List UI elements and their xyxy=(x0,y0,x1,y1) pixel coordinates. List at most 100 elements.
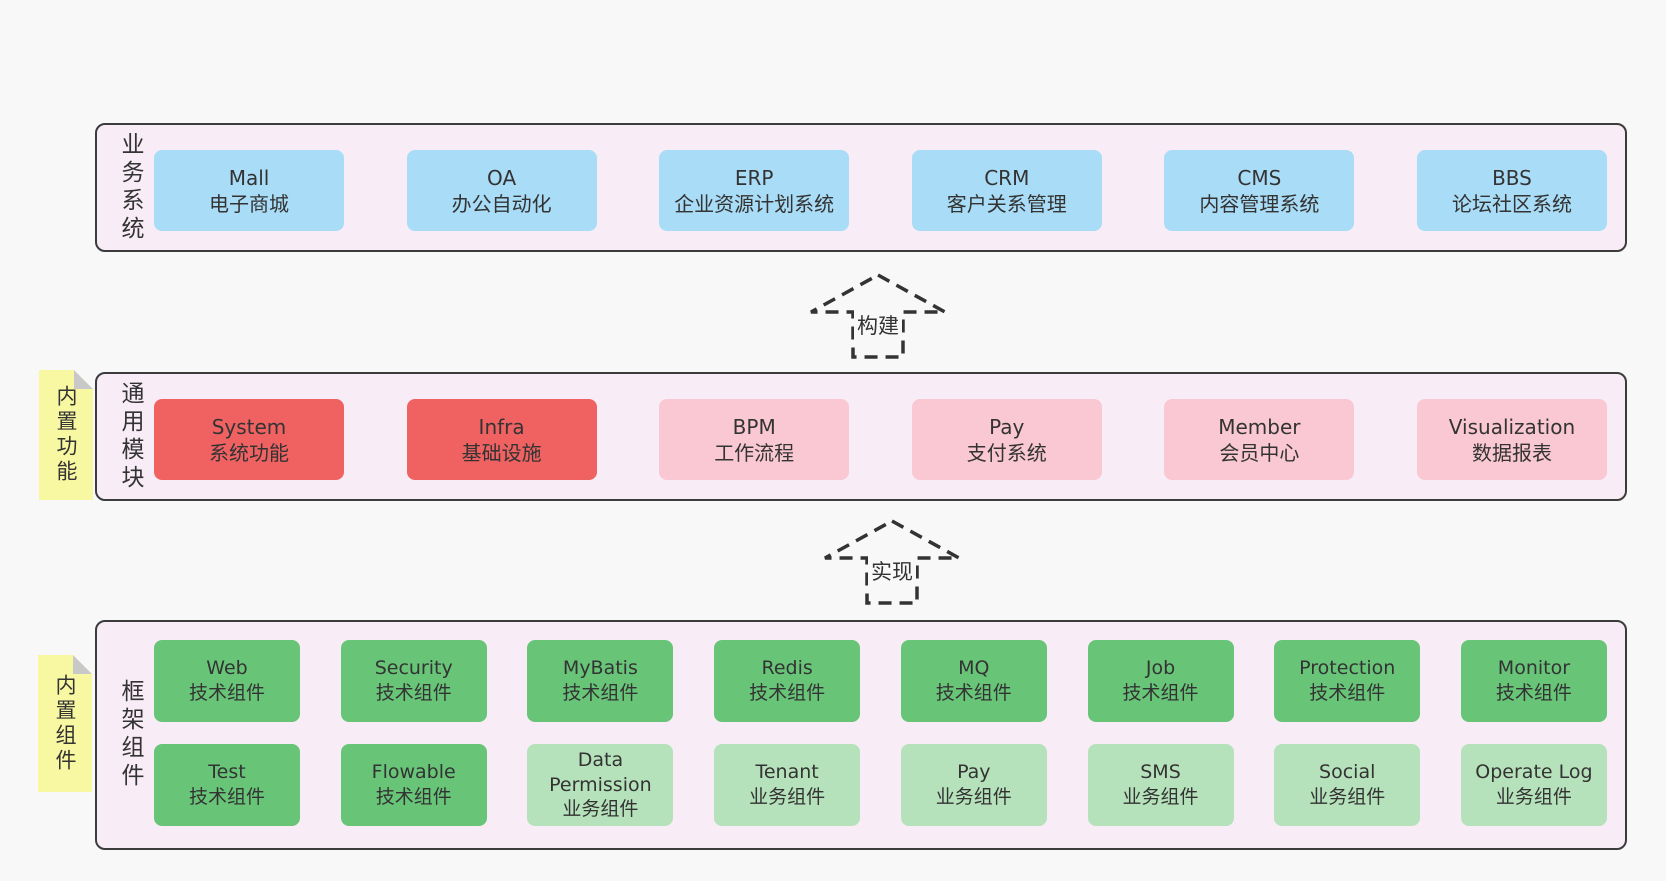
box-name: MyBatis xyxy=(562,657,638,680)
box-visualization: Visualization 数据报表 xyxy=(1416,399,1607,480)
box-crm: CRM 客户关系管理 xyxy=(911,150,1102,231)
box-desc: 企业资源计划系统 xyxy=(674,191,835,216)
box-desc: 技术组件 xyxy=(562,682,639,704)
box-name: Job xyxy=(1145,657,1176,680)
box-desc: 客户关系管理 xyxy=(946,191,1067,216)
built-in-components-note-label: 内置组件 xyxy=(53,673,77,774)
box-desc: 业务组件 xyxy=(1122,786,1199,808)
implement-arrow: 实现 xyxy=(822,518,962,606)
box-name: ERP xyxy=(734,165,774,190)
box-desc: 业务组件 xyxy=(1309,786,1386,808)
box-bpm: BPM 工作流程 xyxy=(659,399,850,480)
box-mall: Mall 电子商城 xyxy=(154,150,344,231)
box-system: System 系统功能 xyxy=(154,399,344,480)
box-flowable: Flowable 技术组件 xyxy=(340,744,487,826)
box-name: SMS xyxy=(1140,761,1181,784)
box-web: Web 技术组件 xyxy=(154,640,300,722)
box-desc: 技术组件 xyxy=(188,786,265,808)
box-desc: 内容管理系统 xyxy=(1199,191,1320,216)
box-name: Web xyxy=(206,657,248,680)
built-in-features-note: 内置功能 xyxy=(39,370,93,500)
box-cms: CMS 内容管理系统 xyxy=(1164,150,1355,231)
built-in-components-note: 内置组件 xyxy=(38,655,92,792)
box-monitor: Monitor 技术组件 xyxy=(1460,640,1607,722)
box-name: Monitor xyxy=(1497,657,1571,680)
box-name: Infra xyxy=(478,414,525,439)
box-name: Visualization xyxy=(1448,414,1576,439)
box-desc: 业务组件 xyxy=(562,798,639,821)
framework-components-row-1: Web 技术组件 Security 技术组件 MyBatis 技术组件 Redi… xyxy=(154,640,1607,722)
box-desc: 数据报表 xyxy=(1471,440,1552,465)
folded-corner-icon xyxy=(73,655,92,674)
build-arrow-label: 构建 xyxy=(854,310,902,340)
business-systems-layer: 业务系统 Mall 电子商城 OA 办公自动化 ERP 企业资源计划系统 CRM… xyxy=(95,123,1627,252)
box-protection: Protection 技术组件 xyxy=(1274,640,1421,722)
box-data-permission: Data Permission 业务组件 xyxy=(527,744,674,826)
box-desc: 技术组件 xyxy=(1122,682,1199,704)
box-name: CMS xyxy=(1237,165,1282,190)
box-pay-component: Pay 业务组件 xyxy=(900,744,1047,826)
box-name: Pay xyxy=(989,414,1025,439)
box-desc: 会员中心 xyxy=(1219,440,1300,465)
box-desc: 系统功能 xyxy=(209,440,289,465)
box-name: Member xyxy=(1218,414,1301,439)
box-desc: 技术组件 xyxy=(749,682,826,704)
box-redis: Redis 技术组件 xyxy=(714,640,861,722)
box-name: Social xyxy=(1319,761,1376,784)
box-desc: 工作流程 xyxy=(714,440,795,465)
box-infra: Infra 基础设施 xyxy=(406,399,597,480)
box-desc: 技术组件 xyxy=(1495,682,1572,704)
folded-corner-icon xyxy=(74,370,93,389)
box-oa: OA 办公自动化 xyxy=(406,150,597,231)
box-name: Operate Log xyxy=(1475,761,1593,784)
box-name: Redis xyxy=(761,657,813,680)
box-name: CRM xyxy=(984,165,1030,190)
box-operate-log: Operate Log 业务组件 xyxy=(1460,744,1607,826)
business-systems-row: Mall 电子商城 OA 办公自动化 ERP 企业资源计划系统 CRM 客户关系… xyxy=(154,150,1607,231)
box-desc: 技术组件 xyxy=(188,682,265,704)
box-pay-module: Pay 支付系统 xyxy=(911,399,1102,480)
box-desc: 电子商城 xyxy=(209,191,289,216)
box-name: Test xyxy=(208,761,246,784)
built-in-features-note-label: 内置功能 xyxy=(54,385,78,485)
framework-components-layer: 框架组件 Web 技术组件 Security 技术组件 MyBatis 技术组件… xyxy=(95,620,1627,850)
box-bbs: BBS 论坛社区系统 xyxy=(1416,150,1607,231)
box-desc: 支付系统 xyxy=(966,440,1047,465)
box-test: Test 技术组件 xyxy=(154,744,300,826)
box-desc: 业务组件 xyxy=(749,786,826,808)
box-desc: 业务组件 xyxy=(935,786,1012,808)
box-name: Mall xyxy=(228,165,270,190)
box-mq: MQ 技术组件 xyxy=(900,640,1047,722)
box-desc: 技术组件 xyxy=(935,682,1012,704)
box-name: BPM xyxy=(732,414,776,439)
box-desc: 技术组件 xyxy=(375,786,452,808)
box-job: Job 技术组件 xyxy=(1087,640,1234,722)
box-name: Data Permission xyxy=(549,748,652,796)
box-erp: ERP 企业资源计划系统 xyxy=(659,150,850,231)
box-name: System xyxy=(211,414,287,439)
box-security: Security 技术组件 xyxy=(340,640,487,722)
box-member: Member 会员中心 xyxy=(1164,399,1355,480)
box-desc: 技术组件 xyxy=(1309,682,1386,704)
business-systems-layer-label: 业务系统 xyxy=(117,131,143,244)
box-name: Pay xyxy=(957,761,991,784)
common-modules-row: System 系统功能 Infra 基础设施 BPM 工作流程 Pay 支付系统… xyxy=(154,399,1607,480)
box-desc: 业务组件 xyxy=(1495,786,1572,808)
box-desc: 办公自动化 xyxy=(451,191,552,216)
box-name: Protection xyxy=(1299,657,1396,680)
box-mybatis: MyBatis 技术组件 xyxy=(527,640,674,722)
box-name: MQ xyxy=(958,657,990,680)
build-arrow: 构建 xyxy=(808,272,948,360)
box-name: Flowable xyxy=(371,761,456,784)
framework-components-layer-label: 框架组件 xyxy=(117,679,143,791)
box-social: Social 业务组件 xyxy=(1274,744,1421,826)
box-tenant: Tenant 业务组件 xyxy=(714,744,861,826)
box-name: Tenant xyxy=(755,761,819,784)
box-desc: 技术组件 xyxy=(375,682,452,704)
common-modules-layer-label: 通用模块 xyxy=(117,380,143,493)
box-name: BBS xyxy=(1492,165,1532,190)
box-name: Security xyxy=(374,657,453,680)
implement-arrow-label: 实现 xyxy=(868,556,916,586)
box-name: OA xyxy=(487,165,517,190)
